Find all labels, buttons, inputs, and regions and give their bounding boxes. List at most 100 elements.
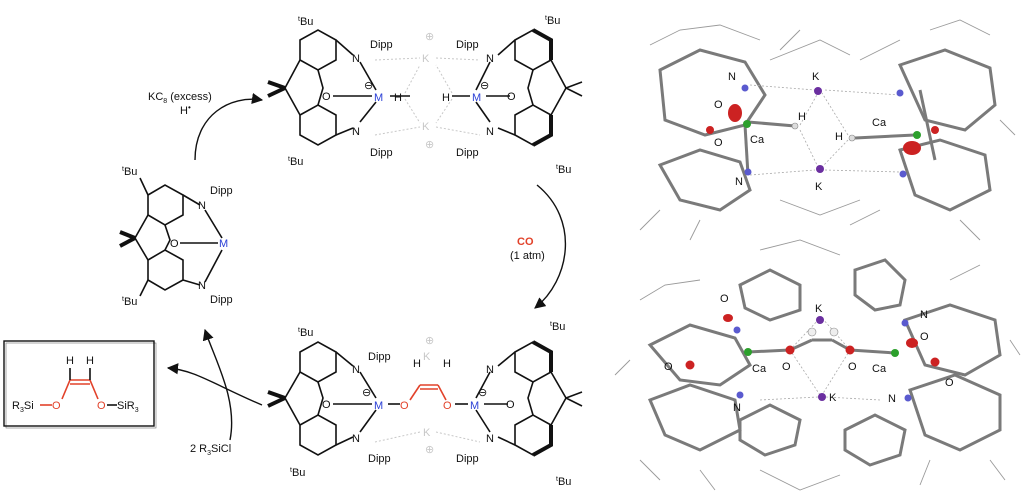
potassium-label: K	[422, 121, 430, 133]
potassium-atom	[816, 316, 824, 324]
xray-ca-label: Ca	[872, 363, 887, 375]
o-atom-label: O	[506, 399, 515, 411]
xray-n-label: N	[888, 393, 896, 405]
hydride-label: H	[442, 92, 450, 104]
xray-ca-label: Ca	[752, 363, 767, 375]
reagent-h-radical: H•	[180, 103, 191, 117]
calcium-atom	[743, 120, 751, 128]
xray-k-label: K	[812, 71, 820, 83]
o-atom-label: O	[322, 91, 331, 103]
xray-ca-label: Ca	[750, 134, 765, 146]
xray-n-label: N	[735, 176, 743, 188]
xray-h-label: H	[798, 111, 806, 123]
oxygen-atom	[930, 357, 940, 367]
tbu-label: tBu	[290, 467, 305, 479]
arrow-silylation-product	[166, 363, 263, 406]
xray-n-label: N	[733, 402, 741, 414]
tbu-label: tBu	[122, 166, 137, 178]
product-h-right: H	[86, 355, 94, 367]
negative-charge: ⊖	[480, 80, 489, 92]
nitrogen-atom	[744, 168, 752, 176]
oxygen-atom	[845, 345, 855, 355]
negative-charge: ⊖	[364, 80, 373, 92]
oxygen-atom	[906, 338, 918, 348]
lower-aryl-ring	[147, 249, 184, 291]
enediolate-o-label: O	[400, 400, 409, 412]
oxygen-atom	[706, 126, 714, 134]
xray-k-label: K	[829, 392, 837, 404]
starting-complex: tBu tBu N N Dipp Dipp O M	[119, 166, 233, 308]
nitrogen-atom	[741, 84, 749, 92]
metal-label: M	[374, 400, 383, 412]
upper-aryl-ring	[147, 184, 184, 226]
dipp-label: Dipp	[456, 147, 479, 159]
arrow-reduction	[194, 92, 264, 161]
n-atom-label: N	[486, 433, 494, 445]
oxygen-atom	[728, 104, 742, 122]
n-atom-label: N	[198, 200, 206, 212]
n-atom-label: N	[198, 280, 206, 292]
xray-o-label: O	[664, 361, 673, 373]
reagent-kc8: KC8 (excess)	[148, 91, 212, 105]
n-atom-label: N	[486, 53, 494, 65]
nitrogen-atom	[904, 394, 912, 402]
xanthene-bridge	[134, 214, 149, 261]
n-atom-label: N	[486, 364, 494, 376]
negative-charge: ⊖	[362, 387, 371, 399]
product-o-left: O	[52, 400, 61, 412]
enediolate-o-label: O	[443, 400, 452, 412]
positive-charge: ⊕	[425, 31, 434, 43]
vinyl-h-label: H	[413, 358, 421, 370]
calcium-atom	[891, 349, 899, 357]
n-atom-label: N	[352, 433, 360, 445]
xray-h-label: H	[835, 131, 843, 143]
xray-n-label: N	[728, 71, 736, 83]
nitrogen-atom	[733, 326, 741, 334]
n-atom-label: N	[352, 364, 360, 376]
nitrogen-atom	[901, 319, 909, 327]
n-atom-label: N	[486, 126, 494, 138]
dipp-label: Dipp	[370, 147, 393, 159]
nitrogen-atom	[896, 89, 904, 97]
metal-label: M	[374, 92, 383, 104]
xray-o-label: O	[720, 293, 729, 305]
product-box: R3Si O H H O SiR3	[3, 340, 157, 429]
metal-label: M	[470, 400, 479, 412]
o-atom-label: O	[322, 399, 331, 411]
o-atom-label: O	[170, 238, 179, 250]
xray-o-label: O	[714, 99, 723, 111]
potassium-label: K	[422, 53, 430, 65]
oxygen-atom	[723, 314, 733, 322]
dipp-label: Dipp	[456, 39, 479, 51]
metal-label: M	[472, 92, 481, 104]
oxygen-atom	[931, 126, 939, 134]
oxygen-atom	[785, 345, 795, 355]
hydride-dimer: tBu tBu N N Dipp Dipp O M ⊖ H K K ⊕ ⊕ H …	[267, 15, 583, 176]
xray-structure-hydride: N N O O Ca Ca K K H H	[639, 19, 1016, 241]
tbu-label: tBu	[122, 296, 137, 308]
xray-o-label: O	[945, 377, 954, 389]
xray-o-label: O	[782, 361, 791, 373]
negative-charge: ⊖	[478, 387, 487, 399]
dipp-label: Dipp	[210, 185, 233, 197]
reagent-co-pressure: (1 atm)	[510, 250, 545, 262]
xray-o-label: O	[848, 361, 857, 373]
vinyl-h-label: H	[443, 358, 451, 370]
tbu-label: tBu	[298, 327, 313, 339]
hydride-atom	[791, 122, 799, 130]
vinyl-h-atom	[829, 327, 839, 337]
hydride-atom	[848, 134, 856, 142]
arrow-co-coupling	[534, 184, 567, 309]
product-silyl-right: SiR3	[117, 400, 139, 414]
reagent-silyl-chloride: 2 R3SiCl	[190, 443, 231, 457]
xray-k-label: K	[815, 303, 823, 315]
o-atom-label: O	[507, 91, 516, 103]
hydride-label: H	[394, 92, 402, 104]
arrow-regeneration	[202, 328, 233, 441]
calcium-atom	[744, 348, 752, 356]
oxygen-atom	[685, 360, 695, 370]
tbu-label: tBu	[556, 476, 571, 488]
tbu-label: tBu	[556, 164, 571, 176]
dipp-label: Dipp	[368, 453, 391, 465]
